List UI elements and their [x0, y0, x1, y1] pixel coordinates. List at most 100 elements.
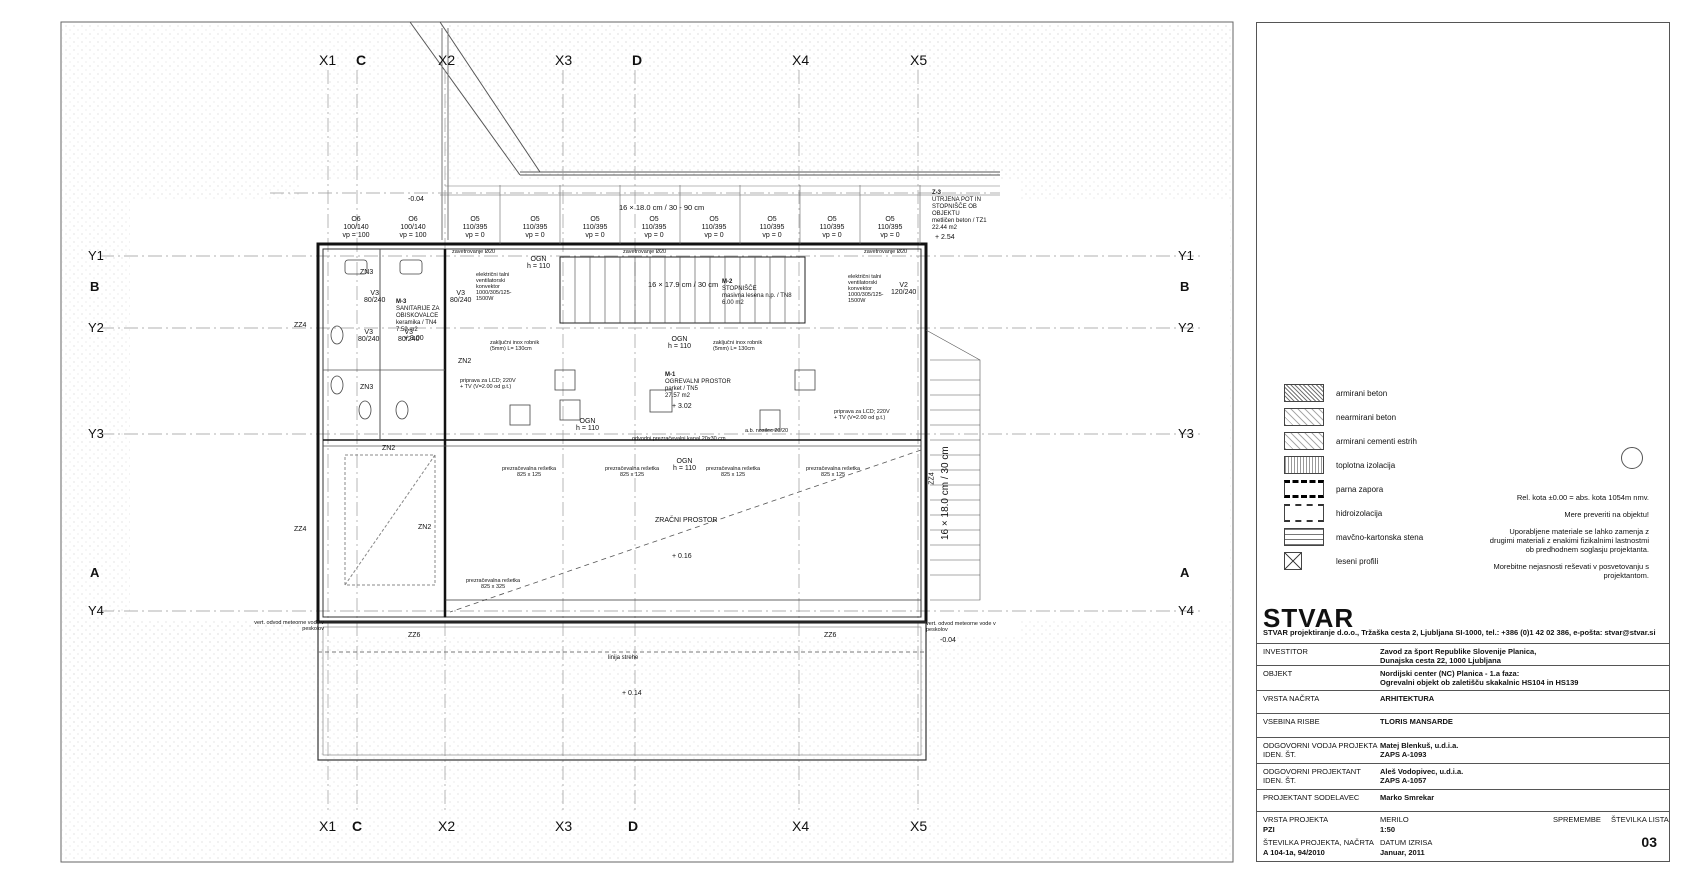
grille-4-label: prezračevalna rešetka: [806, 466, 861, 472]
axis-y2-right: Y2: [1178, 320, 1194, 335]
window-size: 110/395: [877, 224, 903, 231]
axis-d-top: D: [632, 52, 643, 68]
legend-swatch-icon: [1284, 528, 1324, 546]
title-block-bottom: VRSTA PROJEKTA PZI MERILO 1:50 SPREMEMBE…: [1257, 811, 1669, 862]
room-air: ZRAČNI PROSTOR: [655, 517, 718, 524]
title-block-value: Zavod za šport Republike Slovenije Plani…: [1380, 647, 1537, 665]
legend-item: parna zapora: [1284, 479, 1383, 499]
ogn-4-h: h = 110: [673, 465, 697, 472]
window-vp: vp = 0: [822, 232, 842, 239]
title-block-value: Marko Smrekar: [1380, 793, 1435, 802]
axis-x2-bottom: X2: [438, 818, 456, 834]
window-size: 110/395: [522, 224, 548, 231]
door-v2-size: 120/240: [891, 289, 917, 296]
zone-z3: Z-3 UTRJENA POT IN STOPNIŠČE OB OBJEKTU …: [932, 190, 992, 232]
sheet-label: ŠTEVILKA LISTA: [1611, 815, 1669, 824]
title-block-value: Aleš Vodopivec, u.d.i.a. ZAPS A-1057: [1380, 767, 1464, 785]
zn-label-5: ZN3: [360, 384, 374, 391]
window-size: 110/395: [641, 224, 667, 231]
project-type-label: VRSTA PROJEKTA: [1263, 815, 1329, 824]
title-block-key: ODGOVORNI VODJA PROJEKTA IDEN. ŠT.: [1263, 741, 1378, 759]
date-label: DATUM IZRISA: [1380, 838, 1433, 847]
nosilec-label: a.b. nosilec 20/20: [745, 428, 789, 434]
roof-line-label: linija strehe: [608, 655, 639, 661]
axis-x3-bottom: X3: [555, 818, 573, 834]
title-block-key: VRSTA NAČRTA: [1263, 694, 1320, 703]
note-line: ob predhodnem soglasju projektanta.: [1525, 545, 1649, 554]
axis-y4-left: Y4: [88, 603, 104, 618]
lcd-label-1: priprava za LCD; 220V + TV (V=2.00 od g.…: [460, 378, 516, 390]
axis-x4-bottom: X4: [792, 818, 810, 834]
stair-label-side: 16 × 18.0 cm / 30 cm: [940, 446, 951, 540]
grille-1-size: 825 x 125: [516, 472, 542, 478]
title-block-value: ARHITEKTURA: [1380, 694, 1435, 703]
note-line: Mere preveriti na objektu!: [1564, 510, 1649, 519]
zavetrovanje-2: zavetrovanje Ø20: [623, 249, 667, 255]
zz-label-5: ZZ6: [824, 632, 837, 639]
window-vp: vp = 100: [399, 232, 427, 239]
grille-2-label: prezračevalna rešetka: [605, 466, 660, 472]
window-size: 100/140: [400, 224, 426, 231]
axis-x5-top: X5: [910, 52, 928, 68]
axis-b-right: B: [1180, 279, 1190, 294]
legend-item: toplotna izolacija: [1284, 455, 1395, 475]
axis-c-bottom: C: [352, 818, 363, 834]
changes-label: SPREMEMBE: [1553, 815, 1601, 824]
window-vp: vp = 0: [465, 232, 485, 239]
grille-5-size: 825 x 325: [480, 584, 506, 590]
zz-label-1: ZZ4: [294, 322, 307, 329]
window-size: 110/395: [819, 224, 845, 231]
window-id: O5: [590, 216, 600, 223]
door-v3-4-id: V3: [456, 290, 465, 297]
window-id: O5: [885, 216, 895, 223]
legend-label: hidroizolacija: [1336, 508, 1383, 518]
window-size: 110/395: [582, 224, 608, 231]
window-vp: vp = 0: [525, 232, 545, 239]
legend-swatch-icon: [1284, 384, 1324, 402]
axis-x5-bottom: X5: [910, 818, 928, 834]
inox-label-2: zaključni inox robnik (5mm) L= 130cm: [713, 340, 763, 352]
note-line: projektantom.: [1603, 571, 1649, 580]
window-vp: vp = 0: [704, 232, 724, 239]
zn-label-1: ZN3: [360, 269, 374, 276]
door-v3-3-id: V3: [404, 329, 413, 336]
axis-y3-right: Y3: [1178, 426, 1194, 441]
window-size: 100/140: [343, 224, 369, 231]
zavetrovanje-3: zavetrovanje Ø20: [864, 249, 908, 255]
room-m1-area: 27.57 m2: [665, 393, 691, 399]
zz-label-3: ZZ4: [928, 472, 936, 485]
legend-label: parna zapora: [1336, 484, 1384, 494]
legend-swatch-icon: [1284, 408, 1324, 426]
room-m3-name: SANITARIJE ZA OBISKOVALCE: [396, 306, 440, 319]
window-id: O5: [530, 216, 540, 223]
grille-3-size: 825 x 125: [720, 472, 746, 478]
room-m1-name: OGREVALNI PROSTOR: [665, 379, 731, 385]
scale-label: MERILO: [1380, 815, 1409, 824]
window-id: O5: [709, 216, 719, 223]
room-m1-id: M-1: [665, 372, 676, 378]
legend-item: mavčno-kartonska stena: [1284, 527, 1423, 547]
legend-swatch-icon: [1284, 504, 1324, 522]
konvektor-2: električni talni ventilatorski konvektor…: [848, 274, 884, 304]
sheet-label-cell: ŠTEVILKA LISTA: [1611, 815, 1669, 825]
odvod-channel: odvodni prezračevalni kanal 20x30 cm: [632, 436, 726, 442]
level-z3: + 2.54: [935, 234, 955, 241]
zone-z3-finish: metličen beton / TZ1: [932, 218, 987, 224]
company-line: STVAR projektiranje d.o.o., Tržaška cest…: [1263, 628, 1656, 637]
window-id: O5: [649, 216, 659, 223]
window-vp: vp = 0: [762, 232, 782, 239]
axis-x1-top: X1: [319, 52, 337, 68]
